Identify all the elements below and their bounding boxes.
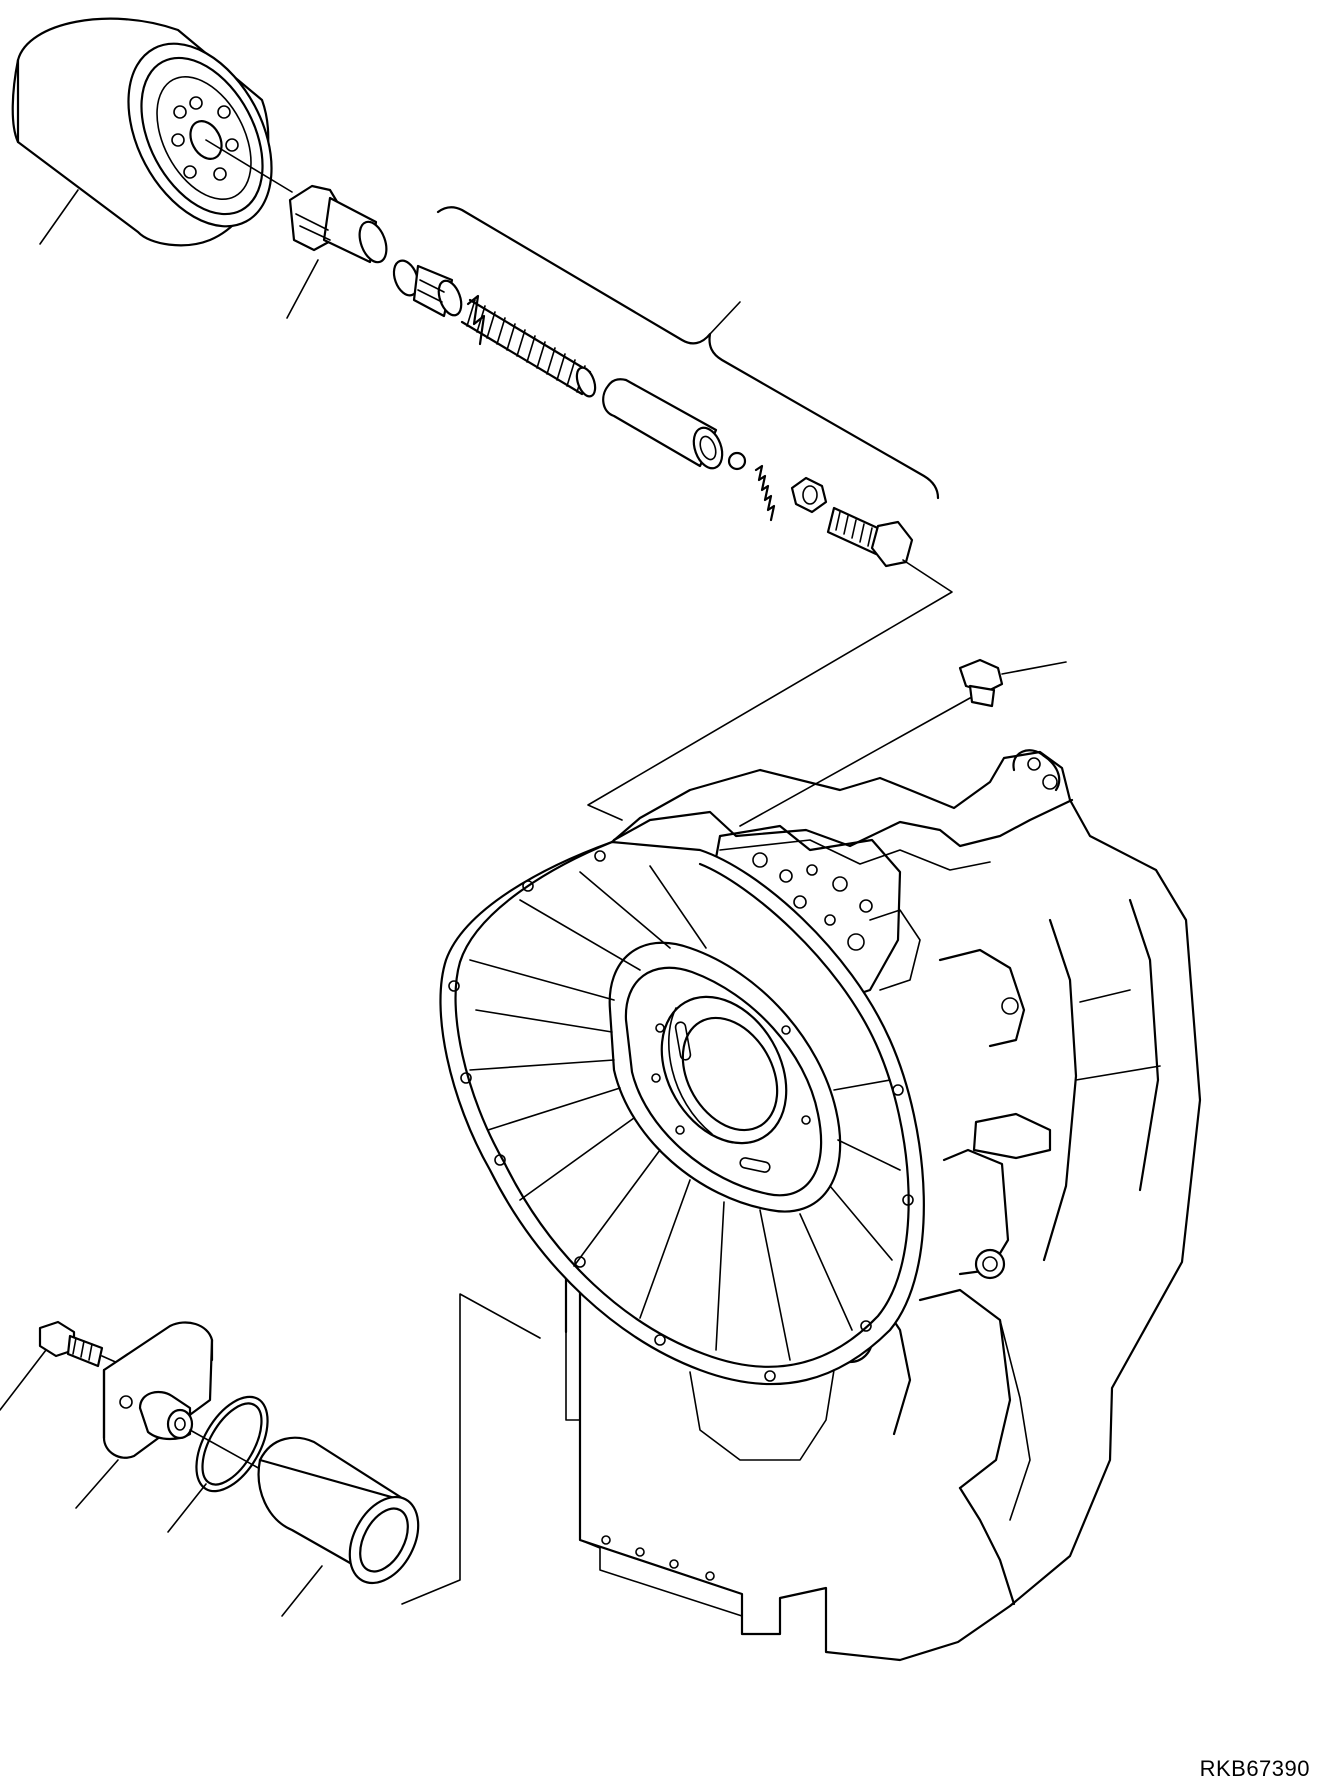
leader-line-sleeve [281,1565,323,1617]
relief-valve-assembly [392,259,914,568]
mounting-bolt [38,1320,121,1368]
leader-line-filter [39,189,79,245]
leader-line-bolt [0,1349,47,1411]
leader-line-nipple [286,259,319,319]
leader-line-cover [75,1459,119,1509]
transmission-case [439,749,1202,1662]
connection-line-valve [587,559,953,821]
leader-line-o-ring [167,1483,207,1533]
plug [739,658,1004,827]
oil-filter-cartridge [11,17,293,247]
connection-line-sleeve [401,1293,541,1605]
filter-adapter-nipple [288,184,388,264]
sleeve [257,1436,420,1585]
leader-line-plug [1001,661,1067,675]
cover-plate [102,1321,214,1459]
leader-line-relief-valve [709,301,741,335]
drawing-code: RKB67390 [1199,1756,1310,1781]
